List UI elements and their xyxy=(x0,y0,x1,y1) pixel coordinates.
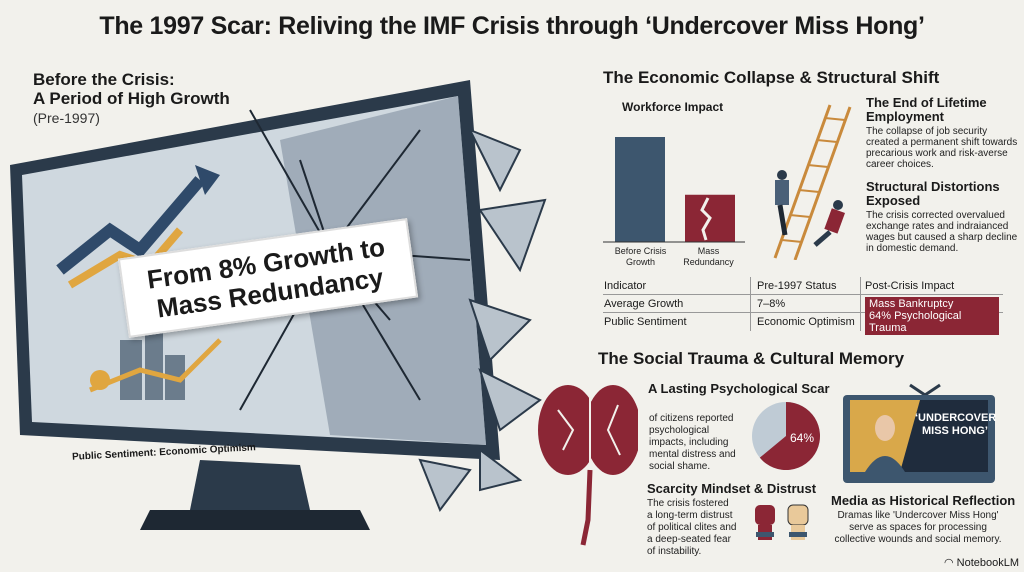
collapse-heading: The Economic Collapse & Structural Shift xyxy=(603,68,940,87)
table-row: Public Sentiment Economic Optimism 64% Psy… xyxy=(603,309,1003,335)
psych-impact-pie: 64% xyxy=(752,402,820,470)
media-title: Media as Historical Reflection xyxy=(831,493,1016,508)
pre-1997-subheading: (Pre-1997) xyxy=(33,110,100,126)
scarcity-text: The crisis fostered a long-term distrust… xyxy=(647,498,737,557)
lifetime-employment-text: The collapse of job security created a p… xyxy=(866,126,1018,170)
bar-label-redundancy: Mass Redundancy xyxy=(683,246,734,267)
workforce-bar-chart xyxy=(603,137,745,243)
page-title: The 1997 Scar: Reliving the IMF Crisis t… xyxy=(99,12,925,40)
lifetime-employment-title: The End of Lifetime Employment xyxy=(866,95,987,124)
media-text: Dramas like 'Undercover Miss Hong' serve… xyxy=(834,510,1002,545)
chart-title: Workforce Impact xyxy=(622,100,724,114)
cracked-monitor-illustration xyxy=(10,80,547,530)
bar-0 xyxy=(615,137,665,242)
crack-mark xyxy=(700,197,712,241)
ladder-fall-icon xyxy=(773,104,852,260)
table-cell: Public Sentiment xyxy=(604,316,687,328)
structural-distortions-block: Structural Distortions Exposed The crisi… xyxy=(866,179,1018,255)
brain-icon xyxy=(538,385,638,546)
pie-slice-64 xyxy=(759,402,820,470)
table-cell: 7–8% xyxy=(750,295,860,312)
table-cell-highlight: 64% Psychological Trauma xyxy=(865,309,999,335)
bar-label-before: Before Crisis Growth xyxy=(614,246,667,267)
brand-text: NotebookLM xyxy=(956,557,1020,569)
before-crisis-heading: Before the Crisis:A Period of High Growt… xyxy=(33,70,230,108)
brand-label: ◠ NotebookLM xyxy=(944,557,1020,569)
table-cell-highlight: Mass Bankruptcy xyxy=(865,296,999,311)
scar-text: of citizens reported psychological impac… xyxy=(649,413,736,472)
tv-drama-illustration xyxy=(843,383,995,483)
table-header: Post-Crisis Impact xyxy=(860,277,1003,294)
pie-label: 64% xyxy=(790,431,814,445)
table-header: Indicator xyxy=(604,279,647,292)
table-header: Pre-1997 Status xyxy=(750,277,860,294)
lifetime-employment-block: The End of Lifetime Employment The colla… xyxy=(866,95,1018,171)
broken-handcuffs-icon xyxy=(755,504,809,540)
structural-distortions-text: The crisis corrected overvalued exchange… xyxy=(866,210,1018,254)
social-heading: The Social Trauma & Cultural Memory xyxy=(598,349,905,368)
structural-distortions-title: Structural Distortions Exposed xyxy=(866,179,1000,208)
scarcity-title: Scarcity Mindset & Distrust xyxy=(647,481,817,496)
scar-title: A Lasting Psychological Scar xyxy=(648,381,830,396)
table-row: Average Growth 7–8% Mass Bankruptcy xyxy=(603,295,1003,313)
table-cell: Economic Optimism xyxy=(750,313,860,331)
table-cell: Average Growth xyxy=(604,297,684,310)
